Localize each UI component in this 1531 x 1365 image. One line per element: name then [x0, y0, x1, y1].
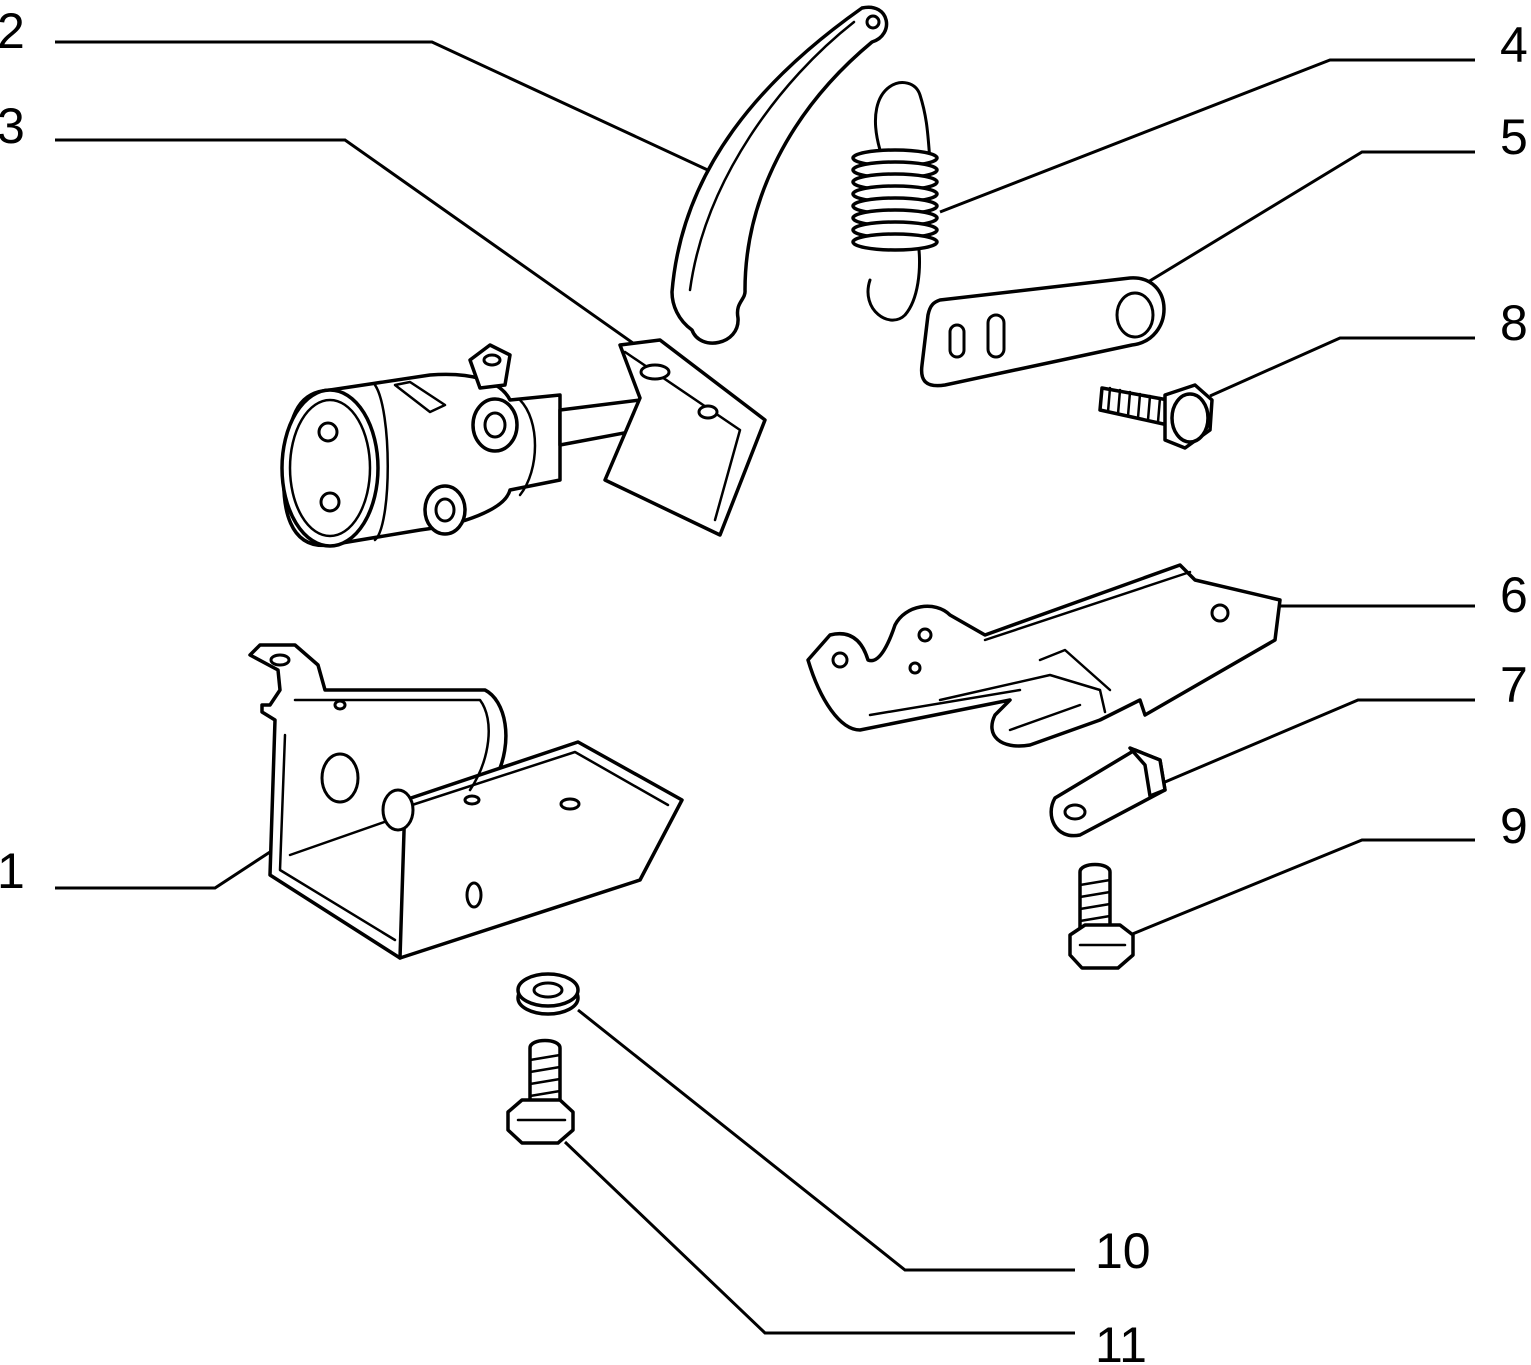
leader-line-7 [1164, 698, 1475, 784]
leader-line-4 [939, 58, 1475, 214]
part-5-slotted-plate [919, 276, 1166, 388]
leader-line-3 [55, 138, 641, 350]
callout-label-7: 7 [1500, 657, 1528, 713]
part-3-actuator [280, 338, 767, 548]
part-8-bolt [1098, 383, 1214, 450]
callout-label-11: 11 [1095, 1317, 1147, 1365]
part-9-bolt [1068, 862, 1135, 970]
leader-lines [55, 40, 1475, 1335]
part-4-spring [851, 81, 939, 322]
leader-line-5 [1147, 150, 1475, 284]
leader-line-2 [55, 40, 713, 174]
part-11-bolt [506, 1038, 575, 1145]
callout-label-6: 6 [1500, 567, 1528, 623]
callout-label-10: 10 [1095, 1223, 1151, 1279]
callout-label-4: 4 [1500, 17, 1528, 73]
callout-label-2: 2 [0, 3, 25, 59]
callout-label-1: 1 [0, 843, 25, 899]
callout-label-5: 5 [1500, 109, 1528, 165]
part-1-mounting-bracket [248, 643, 684, 960]
leader-line-10 [577, 1008, 1075, 1272]
part-7-small-lever [1049, 746, 1167, 838]
callout-label-3: 3 [0, 98, 25, 154]
leader-line-8 [1209, 336, 1475, 398]
callout-label-8: 8 [1500, 295, 1528, 351]
leader-line-1 [55, 850, 271, 890]
part-2-curved-arm [670, 5, 889, 345]
part-6-lever-bracket [806, 563, 1282, 748]
leader-line-9 [1129, 838, 1475, 937]
callout-labels: 2 3 4 5 8 6 7 9 1 10 11 [0, 3, 1528, 1365]
callout-label-9: 9 [1500, 798, 1528, 854]
leader-line-11 [563, 1140, 1075, 1335]
part-10-washer [516, 972, 580, 1016]
